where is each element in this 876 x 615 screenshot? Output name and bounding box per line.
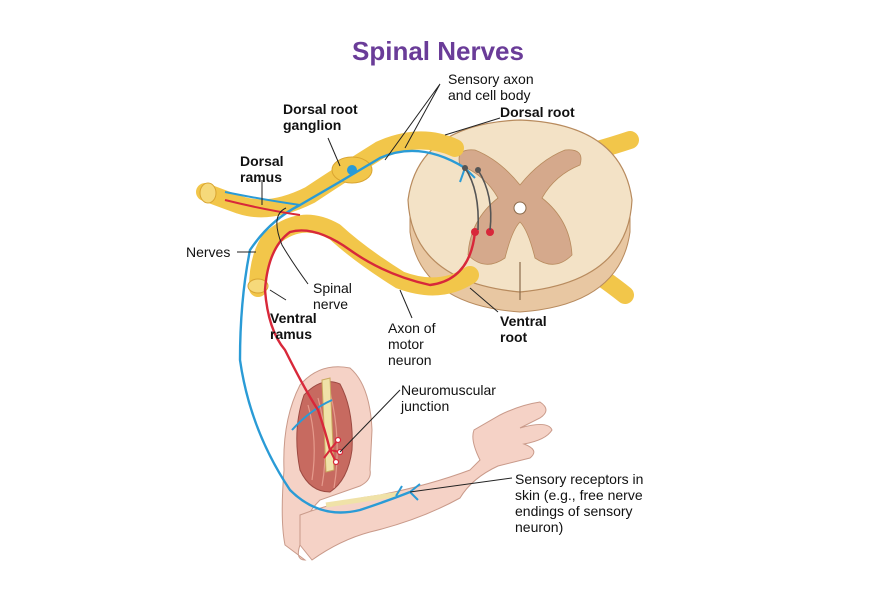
end-plate-3 (332, 458, 340, 466)
label-sensory-axon: Sensory axon and cell body (448, 71, 534, 103)
motor-end-plates (323, 439, 341, 463)
leader-motor-axon (399, 289, 413, 319)
ventral-ramus-end (247, 278, 269, 294)
cord-tracts (462, 165, 492, 231)
leader-receptors (409, 477, 513, 493)
dorsal-ramus-sensory-branch (224, 191, 301, 206)
motor-cell-body-1 (471, 228, 479, 236)
sensory-cell-body (347, 165, 357, 175)
leader-ganglion (327, 137, 341, 167)
forearm-skin (299, 401, 553, 561)
central-canal (513, 201, 527, 215)
forearm-tendon (325, 491, 401, 508)
leader-ventral-root (469, 287, 499, 313)
motor-axon-path (263, 229, 477, 451)
label-dorsal-root-ganglion: Dorsal root ganglion (283, 101, 358, 133)
dorsal-ramus-motor-branch (224, 199, 301, 216)
label-nerves: Nerves (186, 244, 231, 260)
leader-sensory-axon (384, 83, 441, 161)
label-ventral-ramus: Ventral ramus (270, 310, 317, 342)
motor-neuron (224, 199, 494, 466)
ventral-root (249, 214, 479, 297)
label-dorsal-ramus: Dorsal ramus (240, 153, 284, 185)
leader-ventral-ramus (269, 289, 287, 301)
diagram-title: Spinal Nerves (352, 36, 524, 66)
leader-spinal-nerve (276, 207, 309, 285)
label-ventral-root: Ventral root (500, 313, 547, 345)
leader-lines (237, 83, 513, 493)
sensory-neuron (224, 149, 476, 514)
sensory-axon-path (238, 149, 466, 514)
leader-dorsal-root (444, 117, 501, 136)
label-spinal-nerve: Spinal nerve (313, 280, 352, 312)
label-axon-motor-neuron: Axon of motor neuron (388, 320, 436, 368)
end-plate-1 (334, 436, 342, 444)
motor-cell-body-2 (486, 228, 494, 236)
dorsal-ramus-end (199, 182, 217, 204)
label-neuromuscular-junction: Neuromuscular junction (401, 382, 496, 414)
label-dorsal-root: Dorsal root (500, 104, 575, 120)
label-sensory-receptors: Sensory receptors in skin (e.g., free ne… (515, 471, 644, 535)
leader-nmj (339, 389, 401, 453)
sensory-terminal-branches (395, 167, 476, 501)
sensory-muscle-branch (291, 399, 333, 431)
